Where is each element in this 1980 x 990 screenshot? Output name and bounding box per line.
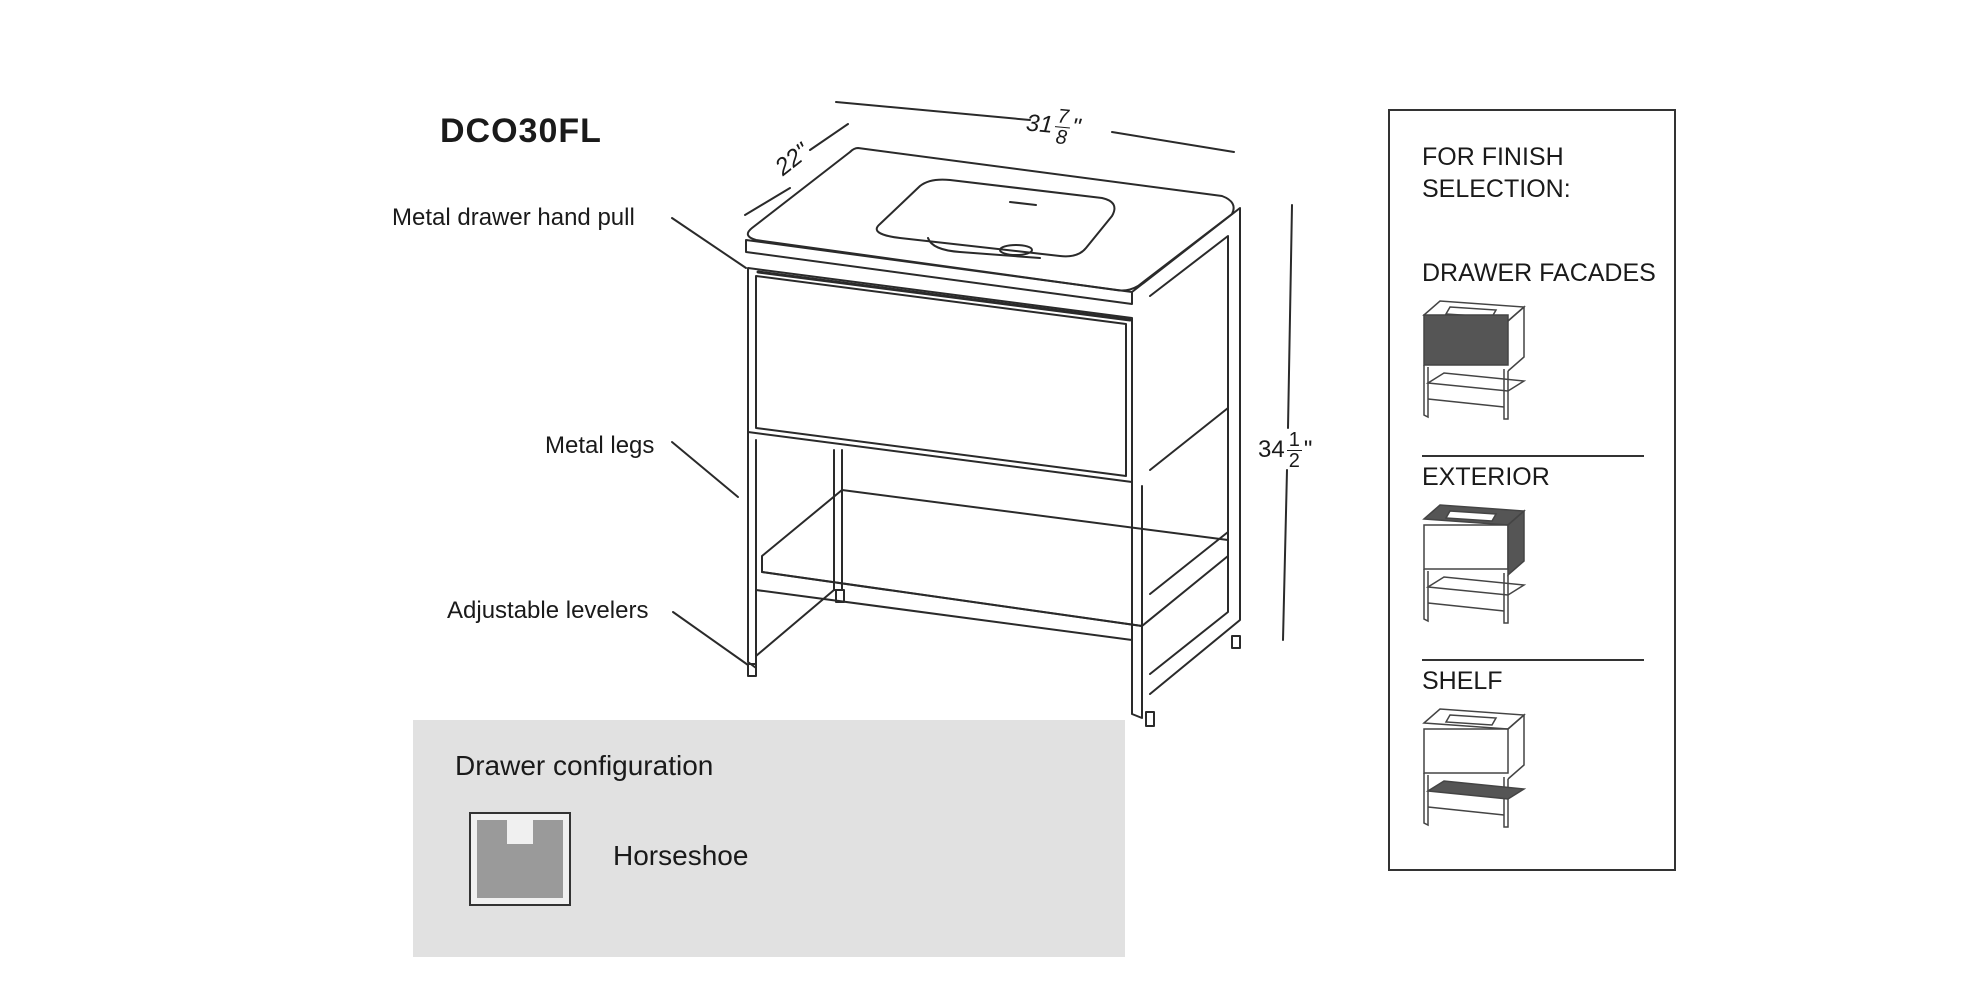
callout-hand-pull: Metal drawer hand pull [392,204,635,231]
drawer-configuration-title: Drawer configuration [455,750,714,781]
leader-levelers [672,611,749,666]
leader-legs [671,441,739,498]
finish-divider-2 [1422,659,1644,661]
finish-selection-panel: FOR FINISH SELECTION: DRAWER FACADES EXT… [1388,109,1676,871]
height-whole: 34 [1258,435,1285,463]
height-dim-line-bottom [1282,469,1288,641]
side-frame-right-lower-rail [1149,531,1229,595]
leveler-front-right [1145,711,1155,727]
model-number: DCO30FL [440,112,602,150]
back-left-leg [833,449,843,591]
sink-drain [999,244,1033,256]
shelf-thumbnail [1422,708,1527,828]
width-denominator: 8 [1054,126,1068,150]
shelf-front-edge [761,571,1143,627]
drawer-configuration-panel: Drawer configuration Horseshoe [413,720,1125,957]
drawer-configuration-label: Horseshoe [613,840,749,871]
horseshoe-icon [469,812,571,906]
width-dim-line-right [1111,131,1235,153]
finish-selection-title: FOR FINISH SELECTION: [1422,141,1571,205]
side-frame-left-lower [755,579,835,657]
width-numerator: 7 [1054,105,1072,129]
width-dim-line-left [835,101,1031,121]
side-frame-right-inner [1149,235,1229,675]
height-dim-line-top [1287,204,1293,429]
finish-title-line2: SELECTION: [1422,175,1571,203]
exterior-thumbnail [1422,504,1527,624]
sink-basin [875,178,1116,258]
drawer-facades-thumbnail [1422,300,1527,420]
front-right-leg [1131,481,1143,719]
depth-dim-line-low [744,187,791,216]
finish-section-shelf: SHELF [1422,667,1503,695]
drawer-hand-pull [756,270,1132,322]
finish-section-drawer-facades: DRAWER FACADES [1422,259,1656,287]
finish-section-exterior: EXTERIOR [1422,463,1550,491]
leveler-back-right [1231,635,1241,649]
height-numerator: 1 [1286,429,1302,451]
depth-dim-line-high [809,123,849,151]
callout-legs: Metal legs [545,432,655,459]
sink-overflow [1009,201,1037,206]
leader-hand-pull [671,217,747,269]
side-frame-right-rail [1149,407,1229,471]
height-unit: " [1303,435,1313,463]
callout-levelers: Adjustable levelers [447,597,649,624]
width-whole: 31 [1025,109,1054,139]
height-denominator: 2 [1288,450,1300,472]
sink-inner-edge [927,237,1041,259]
drawer-panel [755,275,1127,477]
leveler-front-left [747,663,757,677]
finish-title-line1: FOR FINISH [1422,143,1564,171]
bottom-rail [755,589,1133,641]
side-frame-right [1131,207,1241,695]
leveler-back-left [835,589,845,603]
finish-divider-1 [1422,455,1644,457]
countertop-front-edge [745,239,1133,305]
front-left-leg [747,431,757,669]
